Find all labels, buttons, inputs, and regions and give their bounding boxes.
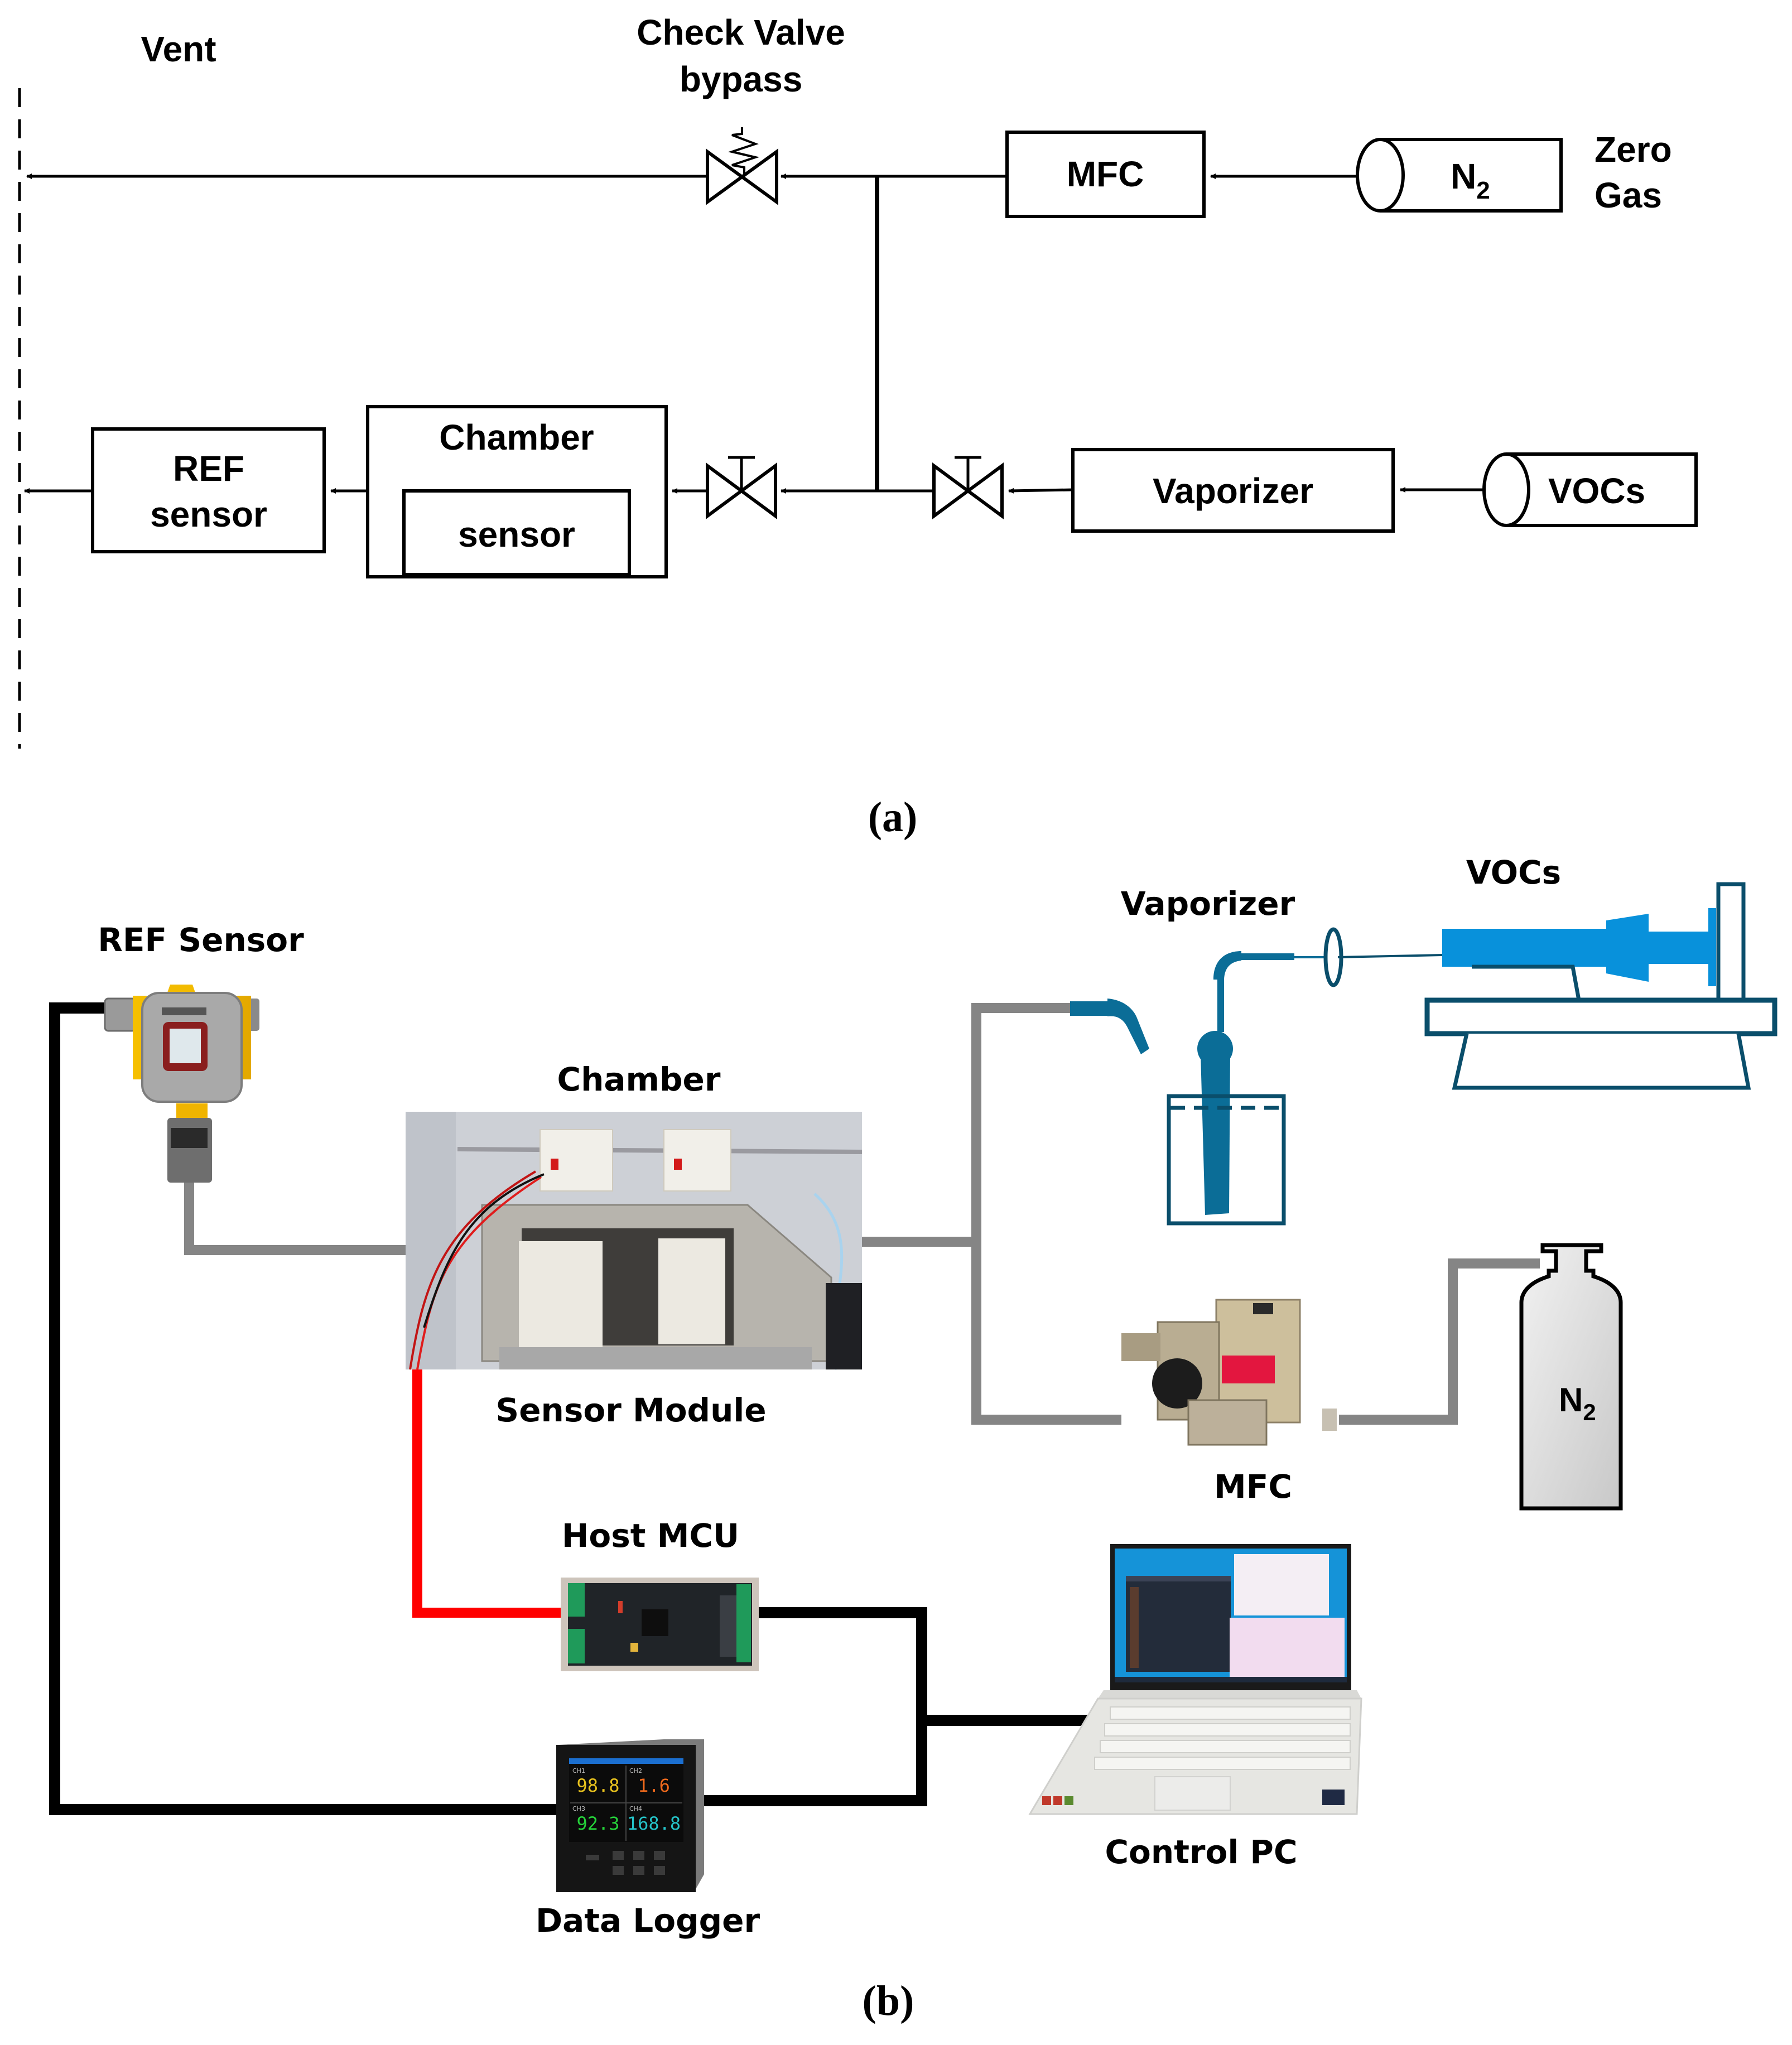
ref-label-line1: REF <box>173 448 244 489</box>
mfc-label: MFC <box>1067 154 1144 194</box>
needle-valve-icon <box>932 456 1004 519</box>
n2-label: N2 <box>1451 156 1490 204</box>
syringe-pump-icon <box>1424 882 1777 1090</box>
n2-label-b: N2 <box>1559 1381 1596 1425</box>
sensor-module-label: Sensor Module <box>495 1391 766 1429</box>
logger-ch3-label: CH3 <box>572 1805 585 1812</box>
chamber-label: Chamber <box>439 417 594 457</box>
beaker <box>1167 1094 1286 1226</box>
gas-cylinder-icon <box>1356 138 1563 213</box>
ref-sensor-box <box>91 427 326 553</box>
vocs-label-b: VOCs <box>1466 853 1561 891</box>
logger-ch2-label: CH2 <box>629 1767 642 1774</box>
mfc-box <box>1005 131 1206 218</box>
logger-ch1-value: 98.8 <box>576 1775 619 1796</box>
needle-valve-icon <box>706 456 777 519</box>
vaporizer-box <box>1071 448 1395 533</box>
sensor-housing <box>519 1241 603 1347</box>
mfc-label-b: MFC <box>1214 1468 1292 1506</box>
brand-badge <box>162 1007 206 1015</box>
ide-window <box>1126 1576 1231 1672</box>
app-window <box>1230 1618 1345 1680</box>
logger-ch4-label: CH4 <box>629 1805 642 1812</box>
vocs-label: VOCs <box>1548 471 1645 511</box>
ref-sensor-label: REF Sensor <box>98 921 304 959</box>
vent-label: Vent <box>141 29 216 69</box>
sensor-label: sensor <box>458 514 575 554</box>
ref-sensor-device <box>104 985 259 1183</box>
host-mcu-board <box>561 1578 759 1671</box>
control-pc-laptop <box>1028 1544 1362 1815</box>
ref-gas-line <box>184 1183 407 1255</box>
check-valve-label-line1: Check Valve <box>637 12 845 52</box>
flow-arrow-icon <box>1008 488 1073 494</box>
data-logger-device: 98.8 1.6 92.3 168.8 CH1 CH2 CH3 CH4 <box>556 1739 704 1892</box>
control-pc-label: Control PC <box>1105 1833 1297 1871</box>
zero-gas-label-line1: Zero <box>1595 129 1672 170</box>
sensor-box <box>402 489 631 576</box>
check-valve-label-line2: bypass <box>680 59 803 99</box>
sensor-to-mcu-cable <box>412 1367 561 1618</box>
logger-ch4-value: 168.8 <box>627 1813 681 1834</box>
n2-gas-line <box>1339 1258 1540 1425</box>
syringe-plunger <box>1649 932 1708 964</box>
sensor-housing <box>658 1238 725 1344</box>
zero-gas-label-line2: Gas <box>1595 175 1662 215</box>
sensor-module-photo <box>406 1112 863 1370</box>
panel-a-caption: (a) <box>868 794 918 841</box>
logger-ch2-value: 1.6 <box>638 1775 670 1796</box>
logger-ch1-label: CH1 <box>572 1767 585 1774</box>
vaporizer-label: Vaporizer <box>1153 471 1313 511</box>
vaporizer-icon <box>1070 927 1443 1226</box>
panel-b-caption: (b) <box>863 1978 914 2024</box>
mcu-logger-cable <box>704 1607 927 1806</box>
ref-to-logger-cable <box>49 1002 558 1815</box>
syringe-barrel <box>1442 929 1606 967</box>
n2-cylinder-icon <box>1519 1243 1623 1511</box>
terminal-window <box>1234 1554 1329 1615</box>
mfc-red-label <box>1222 1356 1275 1383</box>
vaporizer-label-b: Vaporizer <box>1121 885 1295 923</box>
chamber-label-b: Chamber <box>557 1060 721 1098</box>
mcu-chip <box>642 1609 668 1636</box>
touchpad <box>1154 1776 1231 1811</box>
manifold-gas-line <box>971 1003 1121 1425</box>
mfc-device <box>1121 1299 1337 1446</box>
gas-cylinder-icon <box>1482 452 1698 527</box>
panel-b-apparatus: REF Sensor Chamber Sensor Module Vaporiz… <box>49 853 1777 2024</box>
lcd-display <box>170 1029 201 1063</box>
data-logger-label: Data Logger <box>536 1902 760 1940</box>
logger-ch3-value: 92.3 <box>576 1813 619 1834</box>
ref-label-line2: sensor <box>150 494 267 534</box>
check-valve-icon <box>706 127 778 205</box>
logger-keypad <box>586 1851 665 1875</box>
pump-base <box>1424 997 1777 1036</box>
serial-connector <box>720 1595 736 1657</box>
host-mcu-label: Host MCU <box>562 1517 739 1555</box>
panel-a-flow-schematic: Vent Check Valve bypass MFC N2 Zero Gas <box>18 12 1698 841</box>
taskbar <box>1115 1677 1347 1682</box>
